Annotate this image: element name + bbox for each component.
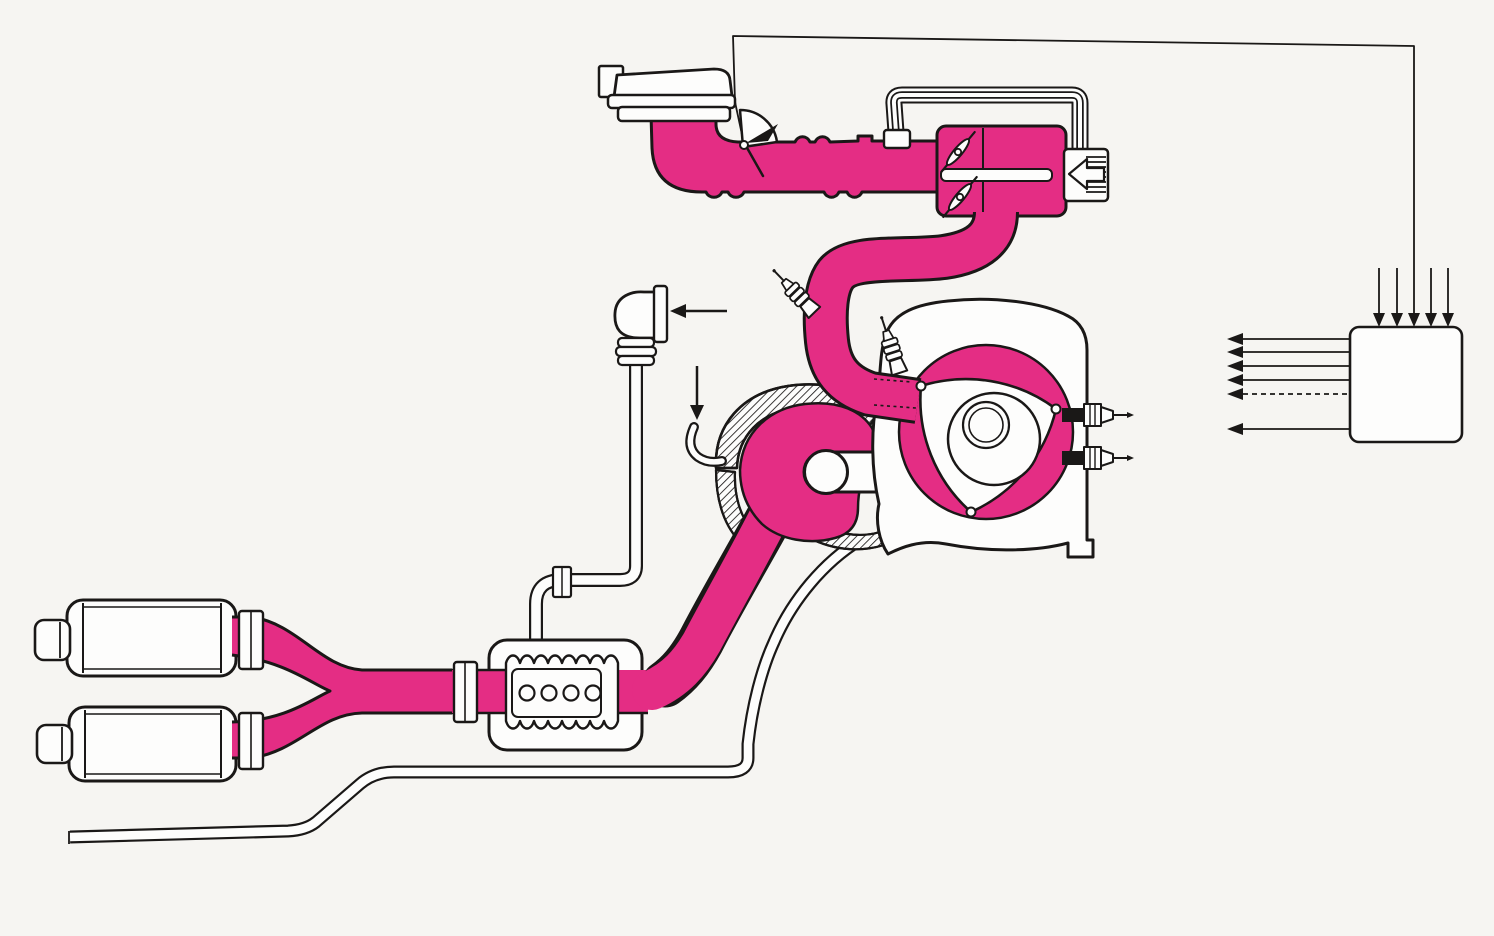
- control-input-arrows: [1373, 268, 1454, 327]
- eccentric-shaft: [961, 400, 1011, 450]
- triangular-rotor: [915, 377, 1062, 518]
- muffler-lower-outlet: [35, 723, 74, 765]
- sensor-fitting-left: [772, 269, 822, 319]
- hose-fitting: [882, 128, 912, 150]
- hidden-edge-dashes: [873, 378, 917, 409]
- intake-duct: [649, 112, 939, 199]
- port-circle: [803, 449, 849, 495]
- reactor-air-nozzle: [685, 422, 727, 467]
- ambient-air-inlet-arrow: [670, 304, 727, 318]
- reactor-air-feed-arrow: [690, 366, 704, 420]
- control-unit-box: [1348, 325, 1464, 444]
- tailpipe: [69, 540, 860, 844]
- carburetor: [935, 124, 1068, 219]
- air-cleaner-lid: [612, 67, 734, 99]
- apex-seal: [915, 380, 927, 392]
- air-injection-check-valve: [1062, 147, 1110, 203]
- y-junction: [231, 615, 470, 760]
- elbow-flange: [652, 284, 669, 344]
- control-output-arrows: [1227, 333, 1349, 435]
- apex-seal: [1050, 403, 1062, 415]
- air-cleaner: [597, 64, 737, 123]
- pipe-clamp-lower-branch: [237, 711, 265, 771]
- valve-flap: [746, 124, 778, 143]
- throttle-butterfly-valve-lower: [942, 175, 978, 219]
- air-inlet-elbow: [613, 284, 669, 367]
- muffler-lower: [35, 705, 238, 783]
- air-injection-arrow: [1067, 157, 1106, 191]
- exhaust-downpipe: [632, 495, 792, 710]
- muffler-upper: [33, 598, 238, 678]
- control-unit: [1227, 268, 1464, 444]
- apex-seal: [965, 506, 977, 518]
- muffler-upper-outlet: [33, 618, 72, 662]
- pipe-clamp-main: [452, 660, 479, 724]
- control-signal-wire: [732, 35, 1415, 318]
- intake-runner: [802, 210, 1019, 424]
- spark-plug-upper: [1062, 403, 1134, 427]
- heat-exchanger: [452, 638, 648, 752]
- sensor-fitting-right: [880, 316, 909, 377]
- air-control-valve: [738, 108, 779, 178]
- throttle-butterfly-valve-upper: [940, 130, 976, 174]
- spark-plug-lower: [1062, 446, 1134, 470]
- throttle-shaft-bar: [940, 168, 1053, 182]
- valve-pivot: [739, 140, 749, 150]
- pipe-clamp-upper-branch: [237, 609, 265, 671]
- air-cleaner-body: [616, 105, 732, 123]
